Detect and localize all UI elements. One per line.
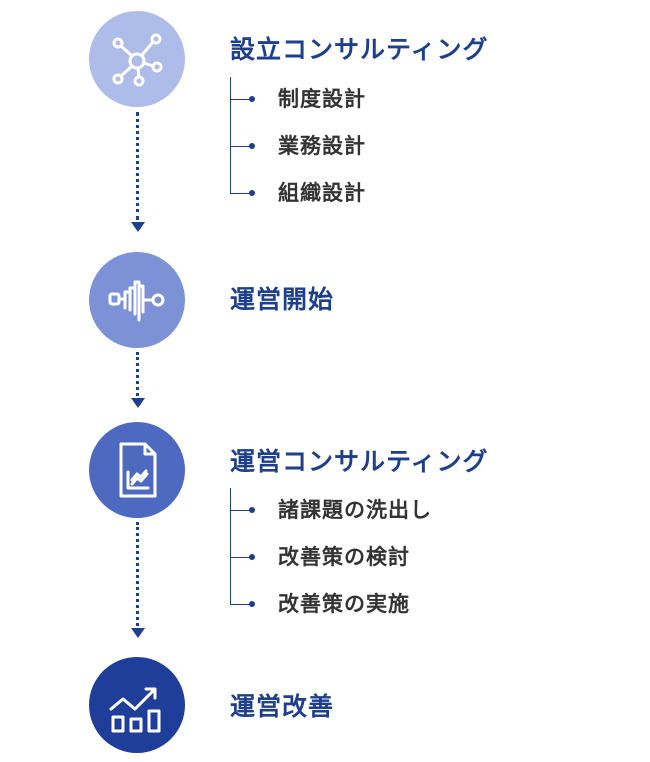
bullet-dot: [249, 507, 255, 513]
list-item: 改善策の検討: [230, 535, 530, 582]
list-item-label: 制度設計: [278, 87, 366, 111]
down-arrow-icon: [131, 628, 145, 638]
step-3-sublist: 諸課題の洗出し 改善策の検討 改善策の実施: [230, 488, 530, 629]
bullet-dot: [249, 143, 255, 149]
step-1-branch-line: [230, 77, 231, 194]
branch-connector: [230, 99, 252, 100]
step-1-sublist: 制度設計 業務設計 組織設計: [230, 77, 530, 218]
list-item-label: 改善策の実施: [278, 592, 410, 616]
step-4-icon-circle: [89, 657, 185, 753]
down-arrow-icon: [131, 398, 145, 408]
branch-connector: [230, 146, 252, 147]
branch-connector: [230, 557, 252, 558]
down-arrow-icon: [131, 222, 145, 232]
step-connector-1: [136, 112, 139, 220]
list-item: 業務設計: [230, 124, 530, 171]
growth-chart-icon: [109, 687, 161, 733]
step-1-title: 設立コンサルティング: [230, 35, 489, 64]
step-4-title: 運営改善: [230, 692, 335, 721]
branch-connector: [230, 604, 252, 605]
step-3-branch-line: [230, 488, 231, 605]
bullet-dot: [249, 96, 255, 102]
branch-connector: [230, 193, 252, 194]
step-3-title: 運営コンサルティング: [230, 447, 489, 476]
list-item-label: 改善策の検討: [278, 545, 410, 569]
step-1-icon-circle: [89, 11, 185, 107]
step-connector-2: [136, 352, 139, 396]
list-item-label: 業務設計: [278, 134, 366, 158]
step-2-title: 運営開始: [230, 285, 335, 314]
list-item: 諸課題の洗出し: [230, 488, 530, 535]
step-3-icon-circle: [89, 422, 185, 518]
list-item-label: 諸課題の洗出し: [278, 498, 432, 522]
list-item: 組織設計: [230, 171, 530, 218]
network-nodes-icon: [112, 33, 163, 87]
step-connector-3: [136, 522, 139, 626]
branch-connector: [230, 510, 252, 511]
bullet-dot: [249, 554, 255, 560]
step-2-icon-circle: [89, 252, 185, 348]
list-item-label: 組織設計: [278, 181, 366, 205]
list-item: 改善策の実施: [230, 582, 530, 629]
chart-document-icon: [119, 442, 157, 498]
waveform-icon: [108, 280, 165, 322]
list-item: 制度設計: [230, 77, 530, 124]
bullet-dot: [249, 190, 255, 196]
bullet-dot: [249, 601, 255, 607]
